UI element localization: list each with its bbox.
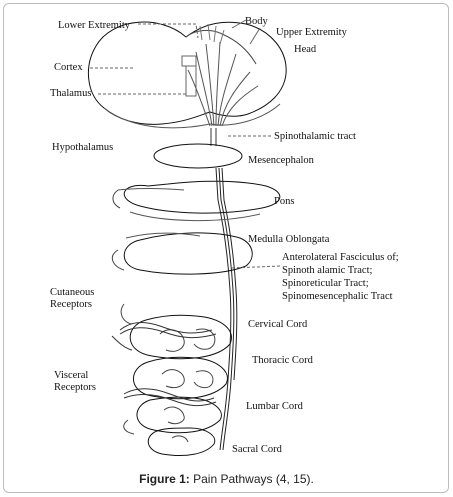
anterolateral-tract <box>215 167 238 451</box>
label-mesencephalon: Mesencephalon <box>248 155 314 166</box>
label-pons: Pons <box>274 196 295 207</box>
thoracic-segment <box>133 356 228 400</box>
cutaneous-afferents <box>111 322 217 351</box>
label-anterolateral-1: Anterolateral Fasciculus of; <box>282 252 399 263</box>
label-visceral-1: Visceral <box>54 370 89 381</box>
thalamic-radiations <box>187 41 259 127</box>
leader-lines <box>90 23 281 269</box>
label-cervical-cord: Cervical Cord <box>248 319 308 330</box>
sacral-segment <box>147 427 216 457</box>
label-thoracic-cord: Thoracic Cord <box>252 355 313 366</box>
figure-caption: Figure 1: Pain Pathways (4, 15). <box>0 472 453 486</box>
label-sacral-cord: Sacral Cord <box>232 444 282 455</box>
nerve-roots <box>111 189 135 435</box>
label-head: Head <box>294 44 317 55</box>
label-lower-extremity: Lower Extremity <box>58 20 131 31</box>
label-anterolateral-4: Spinomesencephalic Tract <box>282 291 393 302</box>
label-anterolateral-2: Spinoth alamic Tract; <box>282 265 373 276</box>
label-lumbar-cord: Lumbar Cord <box>246 401 303 412</box>
label-visceral-2: Receptors <box>54 382 96 393</box>
label-spinothalamic-tract: Spinothalamic tract <box>274 131 356 142</box>
label-body: Body <box>245 16 268 27</box>
caption-text: Pain Pathways (4, 15). <box>189 472 314 486</box>
brain-outline <box>87 21 287 125</box>
label-cutaneous-2: Receptors <box>50 299 92 310</box>
label-hypothalamus: Hypothalamus <box>52 142 114 153</box>
label-thalamus: Thalamus <box>50 88 92 99</box>
pons <box>123 180 281 214</box>
label-cutaneous-1: Cutaneous <box>50 287 95 298</box>
label-medulla-oblongata: Medulla Oblongata <box>248 234 330 245</box>
medulla <box>123 232 253 275</box>
homunculus <box>185 29 257 65</box>
label-cortex: Cortex <box>54 62 83 73</box>
label-upper-extremity: Upper Extremity <box>276 27 347 38</box>
cervical-segment <box>129 314 232 360</box>
visceral-afferents <box>123 388 217 407</box>
label-anterolateral-3: Spinoreticular Tract; <box>282 278 369 289</box>
mesencephalon-disc <box>153 143 243 169</box>
caption-prefix: Figure 1: <box>139 472 190 486</box>
